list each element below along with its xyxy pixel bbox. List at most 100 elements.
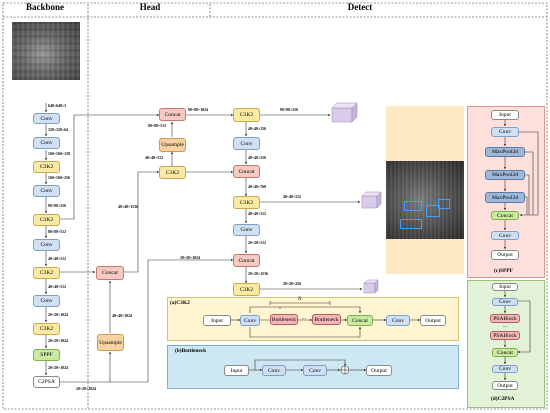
head-dim: 80×80×512 [148, 124, 167, 128]
detect-concat-2: Concat [233, 254, 260, 267]
head-dim: 40×40×1024 [112, 314, 132, 318]
cube-small [363, 279, 379, 294]
sppf-conv-1: Conv [491, 127, 519, 137]
bottleneck-detail-title: (b)Bottleneck [175, 348, 207, 354]
input-image [12, 22, 80, 80]
detect-dim: 20×20×1536 [248, 272, 268, 276]
cube-medium [361, 191, 382, 209]
c2psa-output: Output [492, 381, 518, 390]
detect-c3k2-2: C3K2 [233, 196, 260, 209]
detect-dim: 20×20×256 [283, 282, 302, 286]
backbone-dim: 20×20×1024 [48, 313, 68, 317]
detect-conv-2: Conv [233, 224, 260, 236]
c2psa-input: Input [492, 283, 518, 291]
sppf-conv-2: Conv [491, 231, 519, 240]
sppf-maxpool-3: MaxPool2d [485, 192, 525, 203]
c3k2-detail-output: Output [420, 315, 446, 326]
c3k2-detail-bottleneck-1: Bottleneck [270, 314, 298, 325]
backbone-conv-4: Conv [33, 239, 60, 251]
c3k2-detail-conv-2: Conv [386, 315, 410, 326]
backbone-conv-2: Conv [33, 137, 60, 149]
c2psa-psablock-2: PSABlock [490, 331, 520, 340]
detection-box [426, 205, 440, 217]
bottleneck-detail-conv-1: Conv [262, 365, 286, 376]
backbone-c3k2-2: C3K2 [33, 214, 60, 226]
backbone-dim: 80×80×256 [48, 204, 67, 208]
backbone-dim: 40×40×512 [48, 257, 67, 261]
head-concat-top: Concat [159, 108, 186, 121]
head-dim: 20×20×1024 [76, 387, 96, 391]
sppf-title: (c)SPPF [494, 268, 513, 274]
bottleneck-detail-input: Input [224, 365, 249, 376]
sppf-input: Input [491, 110, 519, 120]
head-upsample-low: Upsample [97, 334, 124, 351]
backbone-c2psa: C2PSA [33, 376, 60, 388]
detect-concat-1: Concat [233, 165, 260, 178]
backbone-dim: 160×160×256 [48, 176, 70, 180]
detection-box [438, 199, 450, 209]
backbone-dim: 320×320×64 [48, 128, 68, 132]
head-dim: 20×20×1024 [180, 256, 200, 260]
section-header-detect: Detect [347, 2, 373, 12]
head-c3k2: C3K2 [159, 166, 186, 179]
detect-c3k2-1: C3K2 [233, 108, 260, 122]
c3k2-detail-input: Input [203, 315, 231, 326]
detection-image [386, 161, 464, 239]
detect-dim: 40×40×512 [283, 195, 302, 199]
detect-c3k2-3: C3K2 [233, 283, 260, 296]
head-dim: 40×40×512 [145, 156, 164, 160]
c3k2-detail-conv-1: Conv [240, 315, 260, 326]
c2psa-title: (d)C2PSA [491, 396, 515, 402]
cube-large [331, 102, 358, 123]
bottleneck-detail-conv-2: Conv [303, 365, 327, 376]
sppf-maxpool-1: MaxPool2d [485, 147, 525, 157]
c3k2-detail-title: (a)C3K2 [170, 300, 190, 306]
detect-conv-1: Conv [233, 137, 260, 150]
backbone-conv-1: Conv [33, 113, 60, 124]
c3k2-detail-ellipsis: … [302, 316, 306, 320]
backbone-conv-3: Conv [33, 185, 60, 197]
backbone-c3k2-1: C3K2 [33, 161, 60, 173]
c2psa-concat: Concat [492, 348, 518, 357]
backbone-dim: 20×20×1024 [48, 366, 68, 370]
backbone-dim: 80×80×512 [48, 230, 67, 234]
detect-dim: 40×40×256 [248, 127, 267, 131]
detection-box [404, 201, 422, 211]
head-upsample-top: Upsample [159, 138, 186, 152]
sppf-maxpool-2: MaxPool2d [485, 170, 525, 180]
c3k2-n-label: N [298, 297, 302, 302]
c3k2-detail-bottleneck-2: Bottleneck [312, 314, 341, 325]
detect-dim: 40×40×768 [248, 185, 267, 189]
detect-dim: 40×40×512 [248, 212, 267, 216]
c2psa-ellipsis: … [503, 324, 507, 328]
bottleneck-detail-output: Output [366, 365, 392, 376]
detect-dim: 20×20×512 [248, 241, 267, 245]
section-header-head: Head [139, 2, 161, 12]
backbone-sppf: SPPF [33, 349, 60, 361]
c2psa-conv-1: Conv [492, 298, 518, 306]
c3k2-detail-concat: Concat [347, 315, 373, 326]
backbone-c3k2-4: C3K2 [33, 323, 60, 335]
backbone-dim: 20×20×1024 [48, 339, 68, 343]
backbone-conv-5: Conv [33, 295, 60, 307]
image-texture [12, 22, 80, 80]
c2psa-psablock-1: PSABlock [490, 314, 520, 323]
sppf-output: Output [491, 250, 519, 260]
detection-box [400, 219, 422, 229]
head-concat-low: Concat [96, 266, 124, 280]
backbone-dim: 640×640×3 [48, 104, 67, 108]
head-dim: 40×40×1536 [118, 205, 138, 209]
sppf-concat: Concat [491, 211, 519, 220]
section-header-backbone: Backbone [25, 2, 64, 12]
backbone-dim: 160×160×128 [48, 152, 70, 156]
c2psa-conv-2: Conv [492, 365, 518, 373]
backbone-dim: 40×40×512 [48, 285, 67, 289]
image-texture [386, 161, 464, 239]
detect-dim: 40×40×256 [248, 156, 267, 160]
detect-dim: 80×80×256 [280, 108, 299, 112]
backbone-c3k2-3: C3K2 [33, 267, 60, 279]
output-cubes [331, 102, 382, 294]
head-dim: 80×80×1024 [188, 108, 208, 112]
